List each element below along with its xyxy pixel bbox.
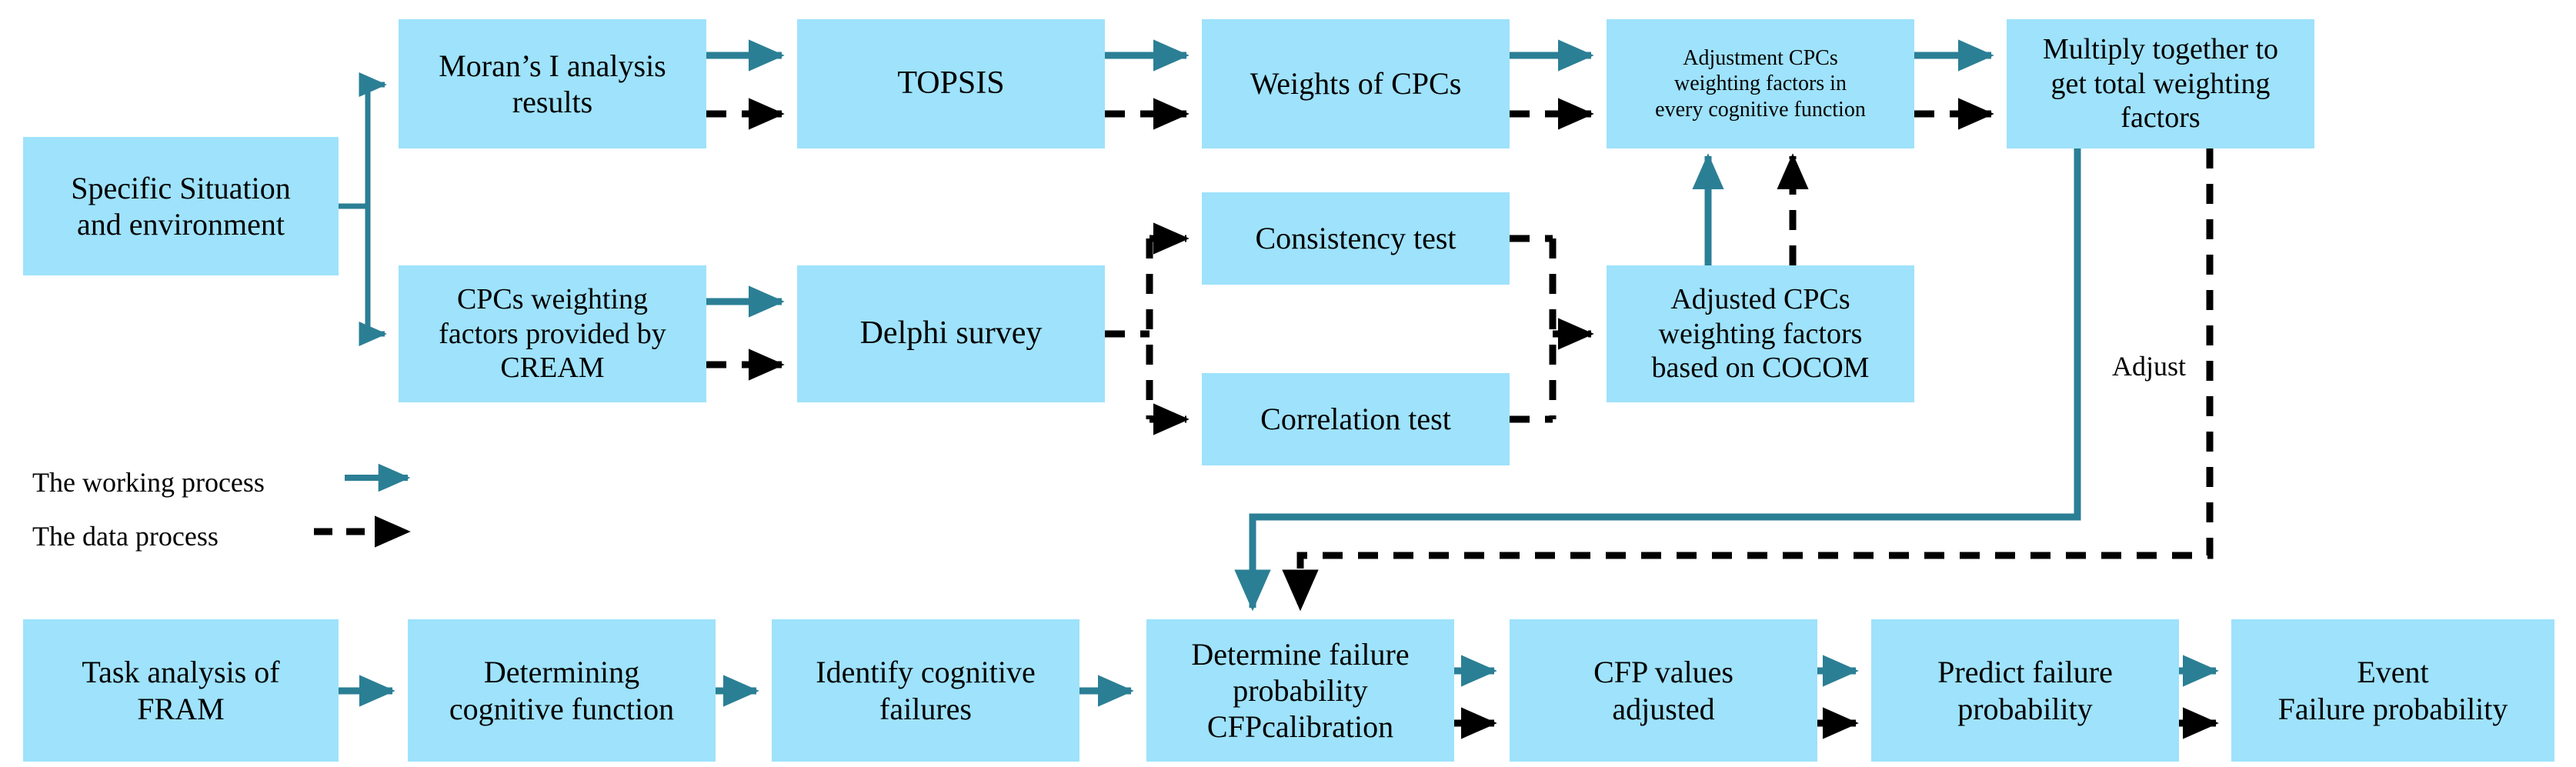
node-label: TOPSIS: [897, 65, 1005, 102]
node-predict-failure-probability[interactable]: Predict failure probability: [1871, 619, 2179, 762]
node-determining-cognitive-function[interactable]: Determining cognitive function: [408, 619, 716, 762]
node-label: Event Failure probability: [2277, 655, 2508, 726]
node-label: Weights of CPCs: [1250, 66, 1462, 102]
node-weights-of-cpcs[interactable]: Weights of CPCs: [1202, 19, 1510, 148]
node-cfp-values-adjusted[interactable]: CFP values adjusted: [1510, 619, 1817, 762]
legend-item-working-process: The working process: [32, 467, 265, 498]
node-label: Determine failure probability CFPcalibra…: [1191, 636, 1410, 745]
node-label: Identify cognitive failures: [816, 655, 1036, 726]
edge-situation-to-cream: [359, 206, 387, 347]
node-morans-i[interactable]: Moran’s I analysis results: [399, 19, 706, 148]
node-event-failure-probability[interactable]: Event Failure probability: [2231, 619, 2554, 762]
node-consistency-test[interactable]: Consistency test: [1202, 192, 1510, 285]
node-determine-failure-probability[interactable]: Determine failure probability CFPcalibra…: [1146, 619, 1454, 762]
node-label: Consistency test: [1255, 221, 1457, 256]
edge-label-adjust: Adjust: [2112, 351, 2187, 382]
node-adjusted-cpcs-cocom[interactable]: Adjusted CPCs weighting factors based on…: [1607, 265, 1914, 402]
node-delphi-survey[interactable]: Delphi survey: [797, 265, 1105, 402]
node-label: Specific Situation and environment: [71, 170, 291, 242]
node-label: Determining cognitive function: [449, 655, 675, 726]
node-label: Correlation test: [1260, 402, 1451, 437]
node-label: Moran’s I analysis results: [439, 48, 666, 119]
node-label: Delphi survey: [859, 315, 1043, 352]
node-correlation-test[interactable]: Correlation test: [1202, 373, 1510, 465]
node-label: Multiply together to get total weighting…: [2042, 32, 2279, 135]
node-label: Adjustment CPCs weighting factors in eve…: [1655, 46, 1866, 122]
node-label: Task analysis of FRAM: [82, 655, 280, 726]
node-adjustment-cpcs[interactable]: Adjustment CPCs weighting factors in eve…: [1607, 19, 1914, 148]
node-multiply-together[interactable]: Multiply together to get total weighting…: [2007, 19, 2314, 148]
edge-situation-to-morans: [359, 72, 387, 206]
node-specific-situation[interactable]: Specific Situation and environment: [23, 137, 339, 275]
node-cpcs-cream[interactable]: CPCs weighting factors provided by CREAM: [399, 265, 706, 402]
node-task-analysis-fram[interactable]: Task analysis of FRAM: [23, 619, 339, 762]
node-label: Adjusted CPCs weighting factors based on…: [1651, 282, 1870, 385]
node-label: Predict failure probability: [1937, 655, 2113, 726]
node-topsis[interactable]: TOPSIS: [797, 19, 1105, 148]
node-label: CFP values adjusted: [1593, 655, 1733, 726]
legend-item-data-process: The data process: [32, 521, 219, 552]
node-label: CPCs weighting factors provided by CREAM: [439, 282, 666, 385]
node-identify-cognitive-failures[interactable]: Identify cognitive failures: [772, 619, 1079, 762]
